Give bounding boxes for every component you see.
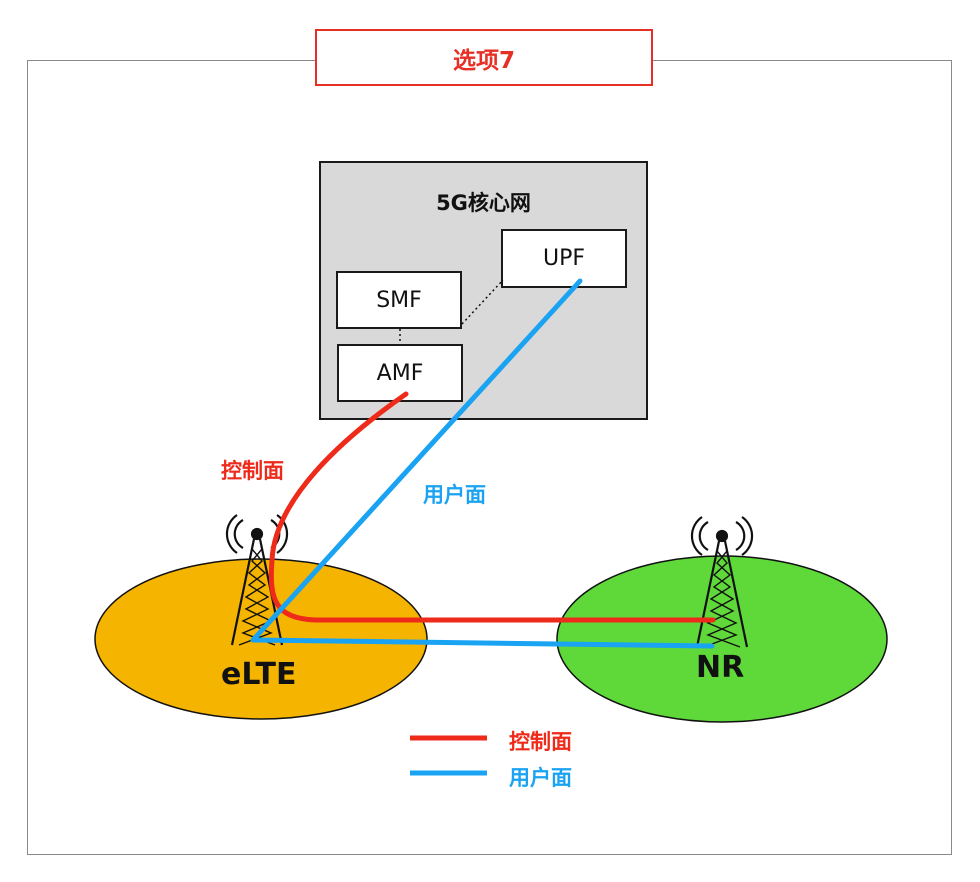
smf-box: SMF [336,271,462,329]
user-plane-line [250,278,715,649]
antenna-tower-icon [690,516,754,648]
core-title: 5G核心网 [436,191,531,215]
control-plane-label: 控制面 [221,459,284,483]
upf-box: UPF [501,229,627,288]
amf-box: AMF [337,344,463,402]
nr-label: NR [696,650,745,685]
legend-control-label: 控制面 [509,730,572,754]
elte-label: eLTE [221,657,297,692]
user-plane-label: 用户面 [423,483,486,507]
smf-upf-link [461,279,504,325]
legend-user-label: 用户面 [509,766,572,790]
page-title: 选项7 [315,29,653,86]
control-plane-line [268,391,716,623]
